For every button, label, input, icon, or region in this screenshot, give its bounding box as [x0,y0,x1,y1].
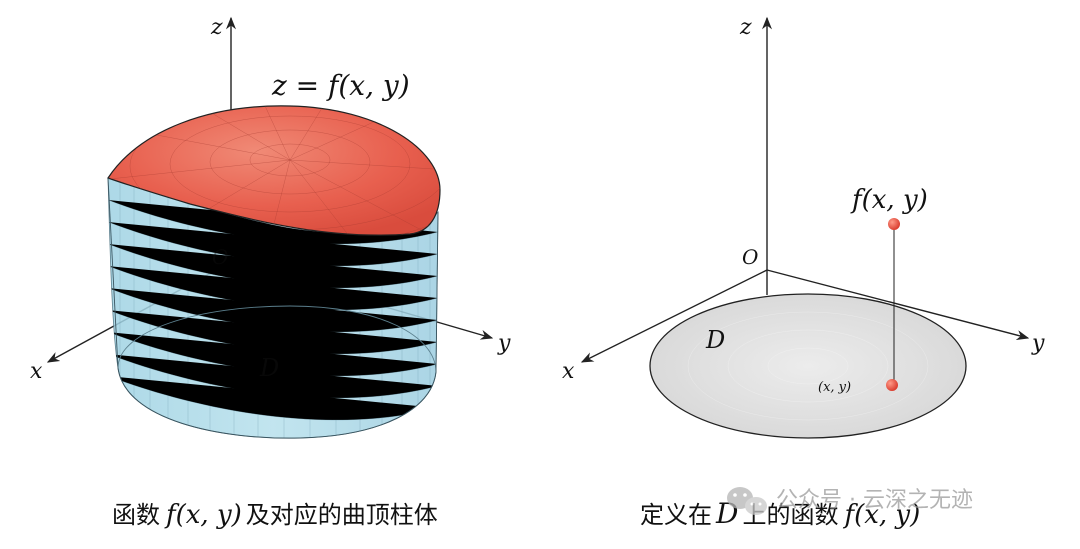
left-x-label: x [30,359,43,384]
right-x-axis [580,269,768,363]
right-caption-math: f(x, y) [842,500,920,530]
left-region-back-edge [117,305,437,373]
cylinder-left-edge [107,177,119,369]
right-region-label: D [705,326,725,354]
left-region-front-edge [117,367,437,439]
right-y-label: y [1031,331,1045,356]
watermark: 公众号 · 云深之无迹 [727,487,973,515]
surface-grid [108,105,440,236]
region-d [649,293,967,439]
region-d-grid [687,311,929,421]
left-caption-prefix: 函数 [112,501,160,529]
left-y-label: y [497,331,511,356]
right-z-label: z [739,15,752,40]
function-value-point [888,218,900,230]
cylinder-right-edge [435,211,439,373]
right-x-label: x [562,359,575,384]
right-caption-prefix: 定义在 [640,501,712,529]
wechat-icon [727,487,767,515]
left-caption-math: f(x, y) [164,500,242,530]
left-origin-label: O [212,245,228,269]
surface-equation-label: z = f(x, y) [271,69,410,102]
surface-top [107,105,441,236]
left-caption-suffix: 及对应的曲顶柱体 [246,501,438,529]
right-y-axis [766,269,1030,341]
domain-point [886,379,898,391]
right-origin-label: O [742,245,758,269]
function-value-label: f(x, y) [850,185,928,215]
watermark-text: 公众号 · 云深之无迹 [776,488,973,513]
left-region-label: D [259,354,279,382]
domain-point-label: (x, y) [818,380,851,395]
left-z-label: z [210,15,223,40]
